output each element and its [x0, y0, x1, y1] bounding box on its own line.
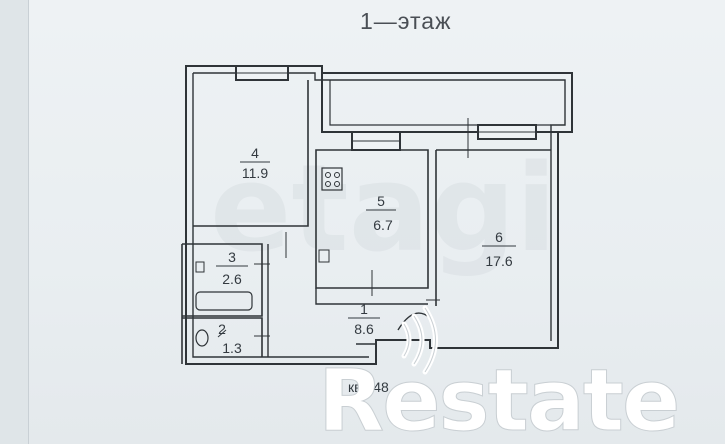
sink-icon	[318, 249, 330, 263]
room-1-label: 1 8.6	[348, 301, 380, 337]
brand-logo-text: Restate	[318, 351, 678, 444]
svg-text:6: 6	[495, 229, 503, 245]
stove-burner-icon	[334, 172, 340, 178]
stove-burner-icon	[325, 172, 331, 178]
svg-text:6.7: 6.7	[373, 217, 393, 233]
svg-text:2.6: 2.6	[222, 271, 242, 287]
room-4-walls	[193, 80, 309, 227]
stove-burner-icon	[325, 181, 331, 187]
stove-burner-icon	[334, 181, 340, 187]
svg-text:5: 5	[377, 193, 385, 209]
outer-wall-inner-line-left	[192, 73, 369, 358]
svg-text:11.9: 11.9	[242, 165, 268, 181]
svg-text:1: 1	[360, 301, 368, 317]
room-3-walls	[182, 243, 263, 317]
svg-text:8.6: 8.6	[354, 321, 374, 337]
stove-icon	[321, 167, 343, 191]
hall-wall-top	[315, 288, 428, 305]
toilet-icon	[195, 329, 209, 347]
svg-text:4: 4	[251, 145, 259, 161]
entrance-door	[356, 340, 377, 364]
room-2-label: 2 1.3	[217, 321, 242, 356]
bathtub-icon	[195, 291, 253, 311]
room-6-label: 6 17.6	[482, 229, 516, 269]
bath-sink-icon	[195, 261, 205, 273]
room-6-walls	[435, 149, 551, 306]
balcony-inner	[329, 80, 551, 126]
room-3-label: 3 2.6	[216, 249, 248, 287]
floor-title: 1—этаж	[360, 8, 452, 34]
room-2-walls	[182, 317, 263, 357]
balcony-outline	[321, 73, 558, 133]
svg-text:17.6: 17.6	[485, 253, 512, 269]
apartment-label: кв.148	[348, 379, 389, 395]
svg-text:3: 3	[228, 249, 236, 265]
svg-text:1.3: 1.3	[222, 340, 242, 356]
room-4-label: 4 11.9	[240, 145, 270, 181]
room-5-label: 5 6.7	[366, 193, 396, 233]
brand-signal-outline	[403, 307, 436, 373]
page-left-margin	[0, 0, 28, 444]
svg-text:2: 2	[218, 321, 226, 337]
